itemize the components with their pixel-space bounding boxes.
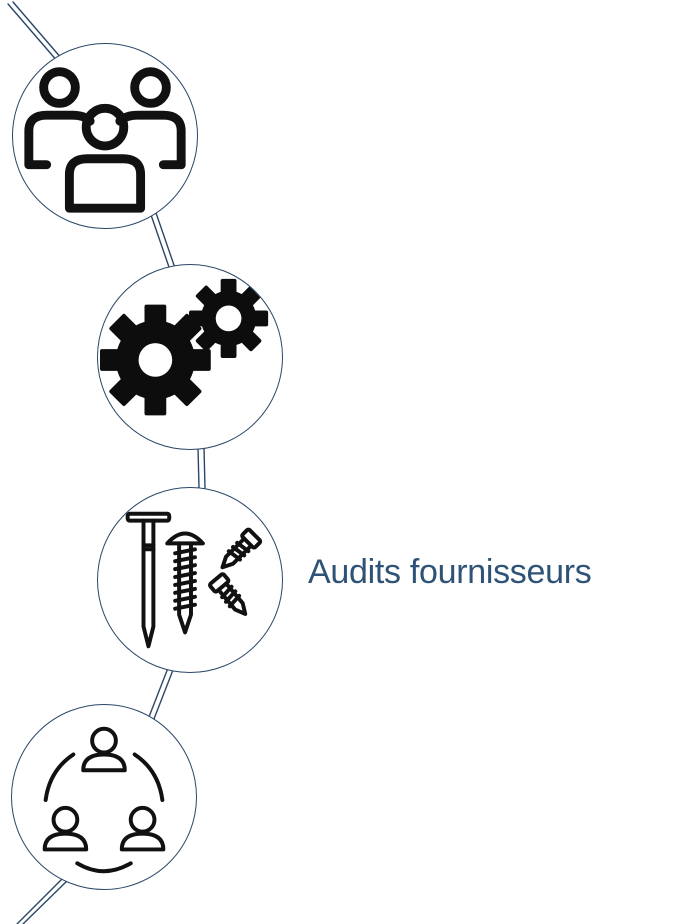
- step-hardware-label: Audits fournisseurs: [308, 553, 592, 591]
- people-network-icon: [42, 726, 166, 874]
- people-group-icon: [24, 67, 186, 213]
- step-team-node: [12, 43, 198, 229]
- gears-icon: [99, 278, 269, 416]
- step-network-node: [11, 704, 197, 890]
- step-hardware-node: [97, 487, 283, 673]
- step-gears-node: [97, 264, 283, 450]
- nail-screw-icon: [125, 511, 263, 649]
